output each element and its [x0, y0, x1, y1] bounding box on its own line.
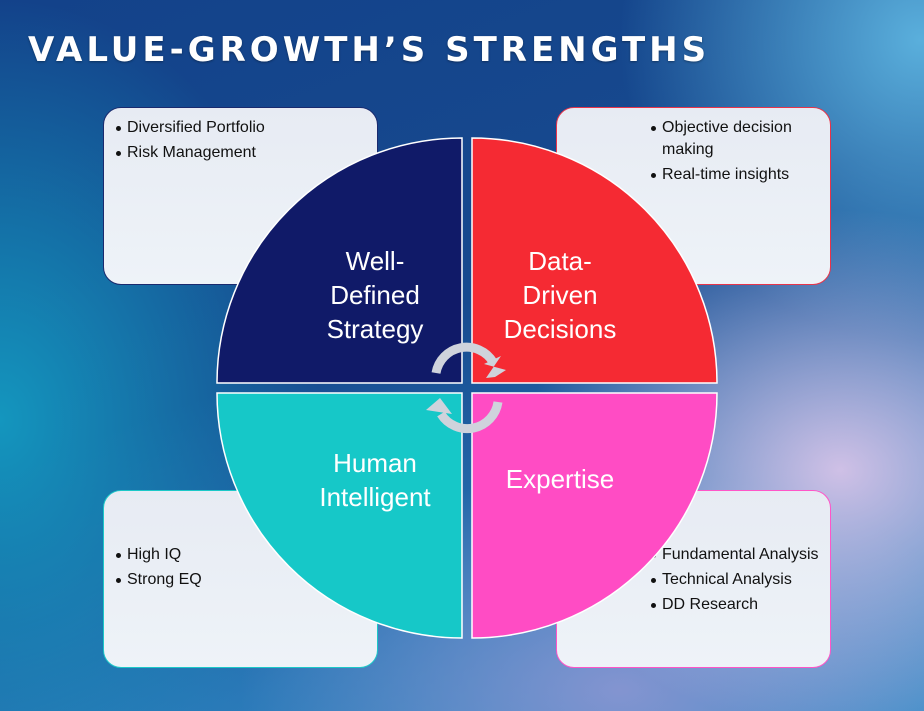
- arrow-head-icon: [426, 398, 452, 414]
- cycle-arrow-icon: [431, 342, 503, 434]
- list-item: Objective decision making: [651, 117, 831, 161]
- quadrant-label-data: Data- Driven Decisions: [480, 244, 640, 346]
- quadrant-strategy: [216, 137, 463, 384]
- label-text: Data- Driven Decisions: [503, 246, 617, 344]
- list-item: Strong EQ: [116, 569, 316, 591]
- arrow-head-icon: [484, 356, 506, 378]
- quadrant-expertise: [471, 392, 718, 639]
- quadrant-label-strategy: Well- Defined Strategy: [300, 244, 450, 346]
- quadrant-label-human: Human Intelligent: [290, 446, 460, 514]
- list-item: Technical Analysis: [651, 569, 831, 591]
- page-title: VALUE-GROWTH’S STRENGTHS: [28, 30, 711, 70]
- label-text: Expertise: [505, 464, 615, 494]
- quadrant-label-expertise: Expertise: [480, 462, 640, 496]
- list-item: DD Research: [651, 594, 831, 616]
- list-item: Diversified Portfolio: [116, 117, 316, 139]
- list-item: Risk Management: [116, 142, 316, 164]
- label-text: Well- Defined Strategy: [326, 246, 424, 344]
- quadrant-data: [471, 137, 718, 384]
- list-item: High IQ: [116, 544, 316, 566]
- list-item: Real-time insights: [651, 164, 831, 186]
- quadrant-human: [216, 392, 463, 639]
- label-text: Human Intelligent: [319, 448, 431, 512]
